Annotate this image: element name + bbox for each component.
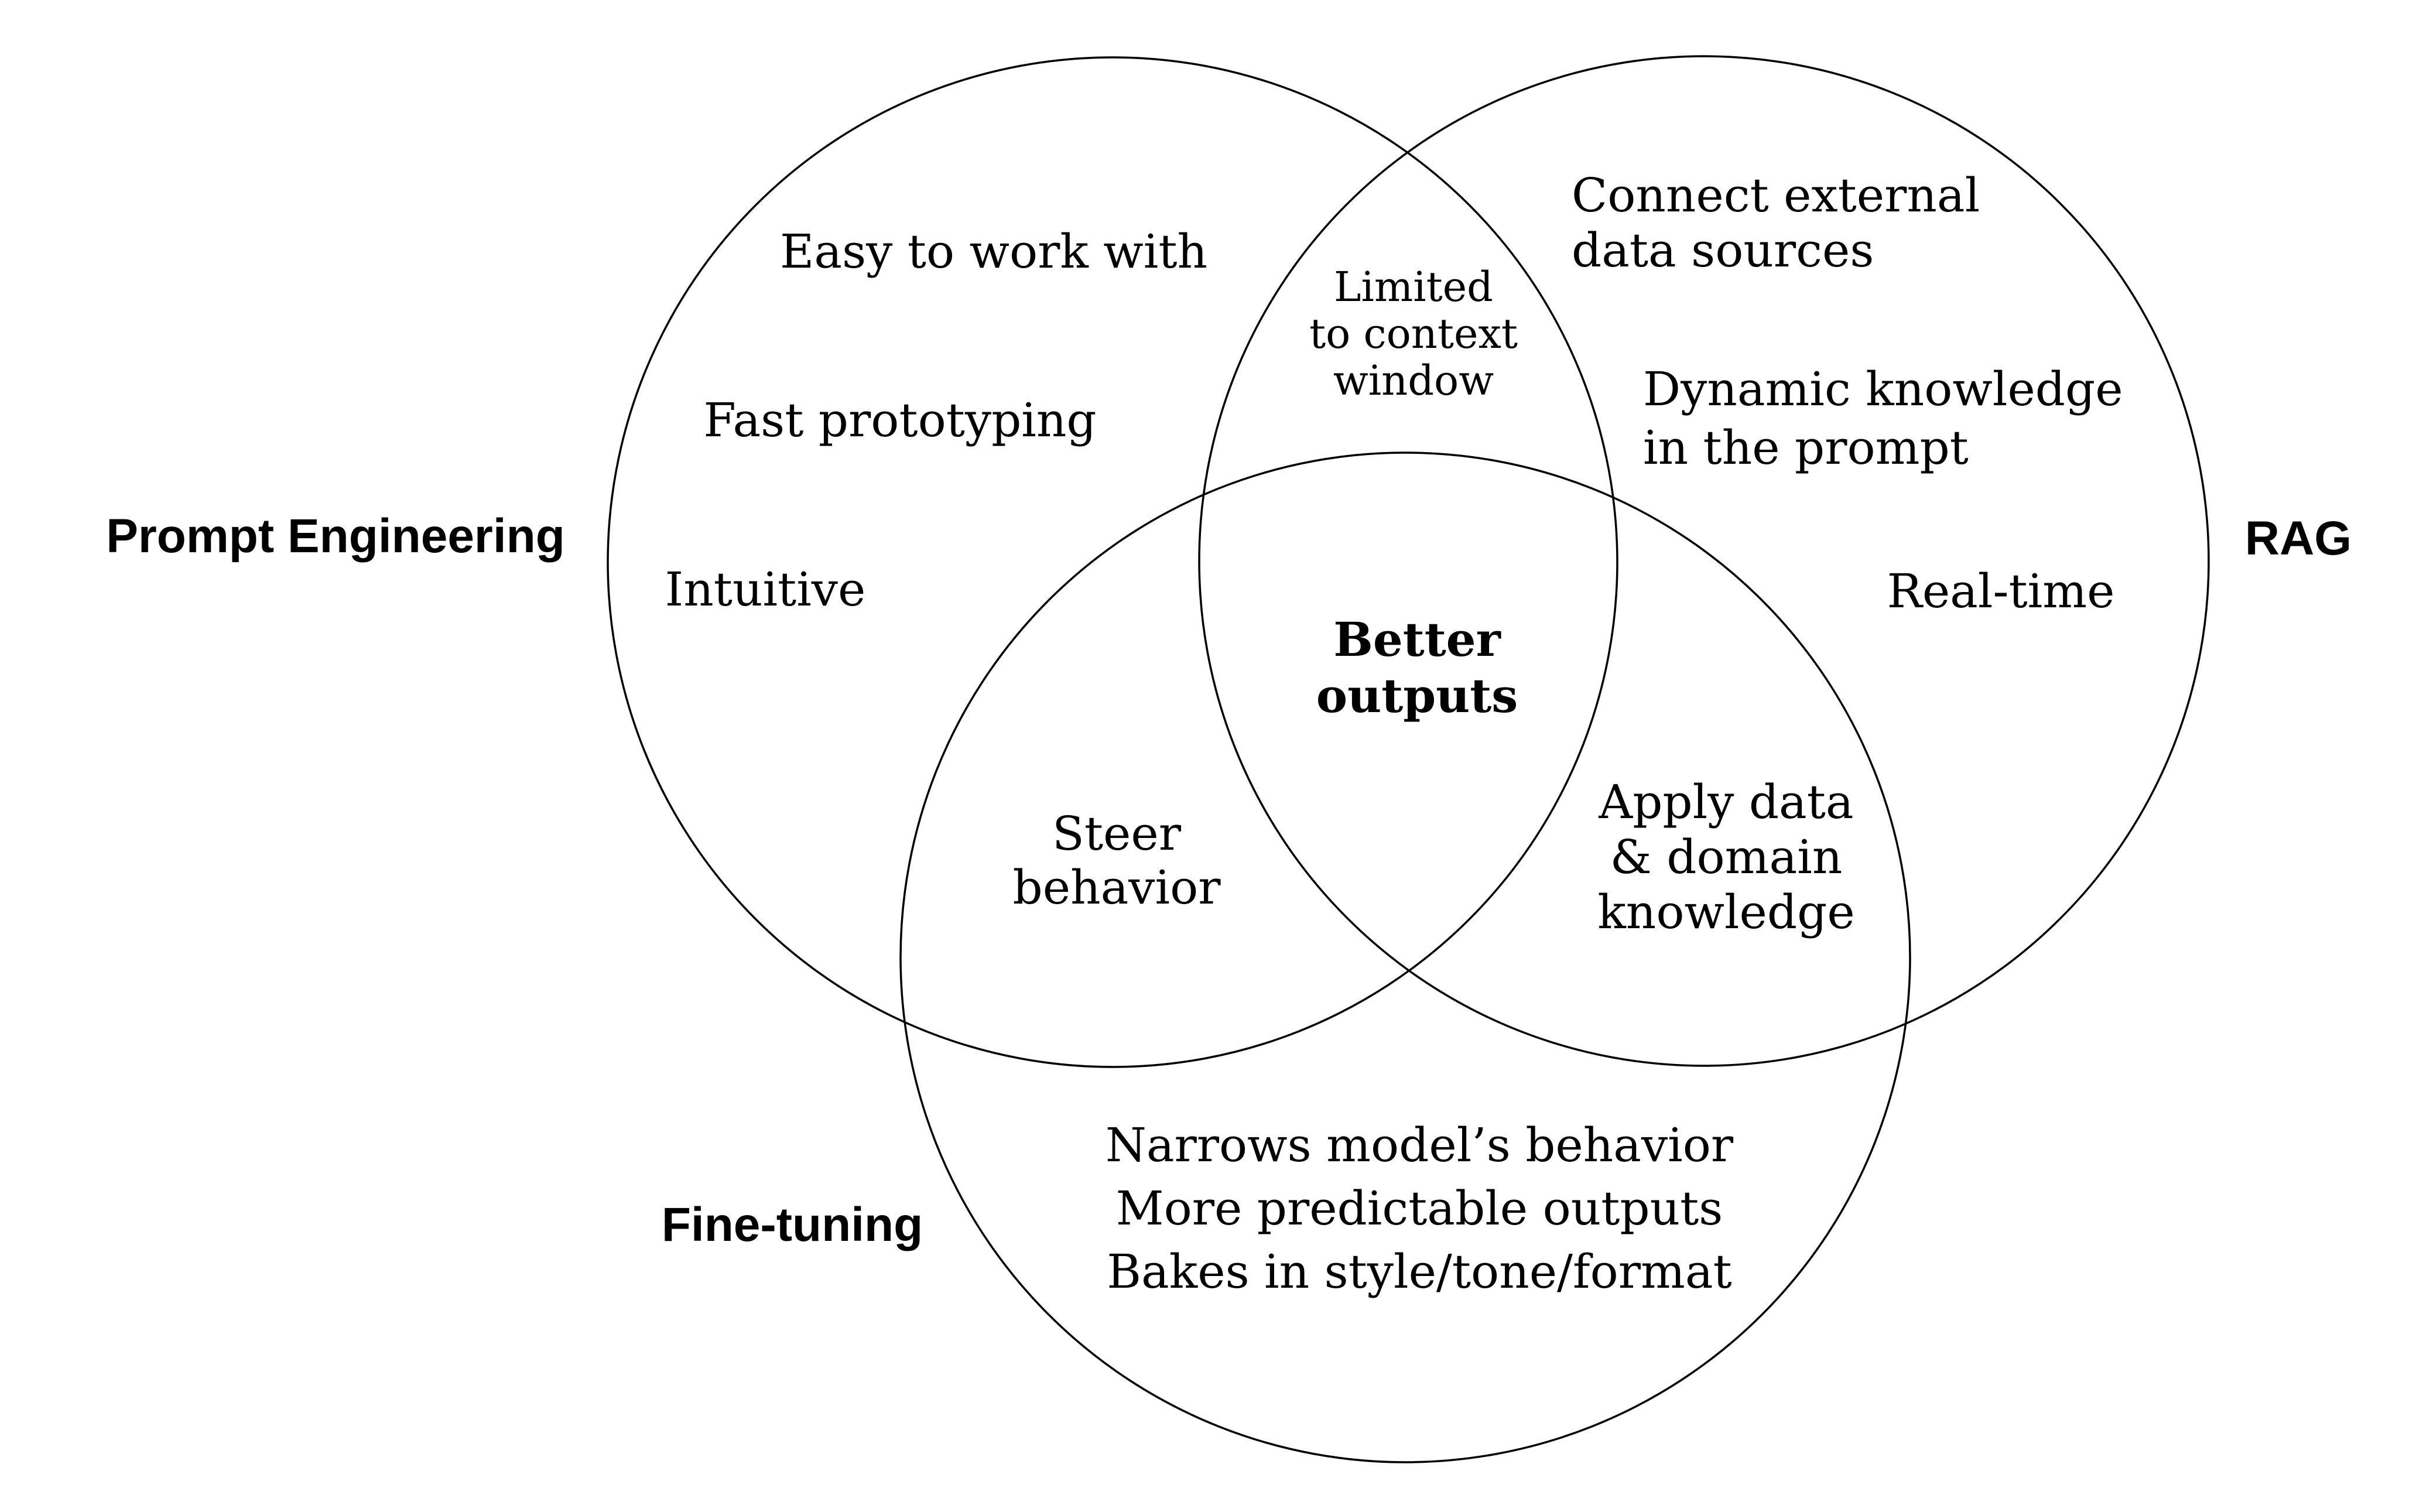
region-text-easy-to-work-with: Easy to work with <box>779 224 1208 279</box>
region-text-steer-behavior: Steer behavior <box>1012 806 1221 915</box>
region-text-real-time: Real-time <box>1887 564 2115 618</box>
region-text-better-outputs: Better outputs <box>1316 612 1518 723</box>
region-text-fine-tuning-benefits: Narrows model’s behavior More predictabl… <box>1105 1118 1734 1299</box>
set-label-prompt-engineering: Prompt Engineering <box>106 509 565 563</box>
circle-prompt-engineering <box>607 56 1618 1068</box>
region-text-fast-prototyping: Fast prototyping <box>703 393 1097 447</box>
region-text-dynamic-knowledge-in-the-prompt: Dynamic knowledge in the prompt <box>1643 362 2123 475</box>
region-text-connect-external-data-sources: Connect external data sources <box>1572 168 1980 278</box>
region-text-intuitive: Intuitive <box>665 562 866 617</box>
circle-fine-tuning <box>899 451 1911 1463</box>
circle-rag <box>1198 55 2210 1067</box>
region-text-limited-to-context-window: Limited to context window <box>1309 263 1518 405</box>
set-label-fine-tuning: Fine-tuning <box>661 1198 923 1251</box>
set-label-rag: RAG <box>2244 512 2352 565</box>
region-text-apply-data-domain-knowledge: Apply data & domain knowledge <box>1597 775 1855 939</box>
